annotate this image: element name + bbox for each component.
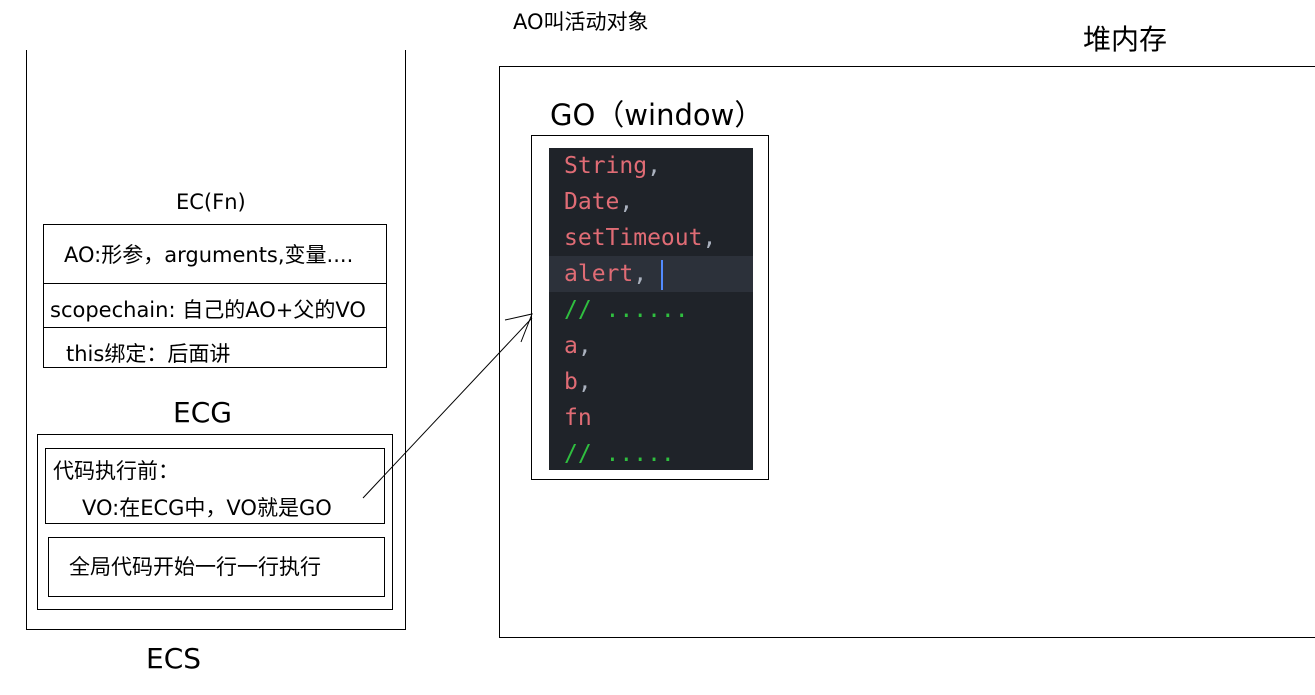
ecg-box <box>37 434 393 610</box>
ao-note: AO叫活动对象 <box>513 10 649 34</box>
ecg-vo-text: VO:在ECG中，VO就是GO <box>82 496 332 520</box>
code-line: String, <box>549 148 753 184</box>
code-identifier: b <box>564 369 578 395</box>
ec-fn-scopechain-row: scopechain: 自己的AO+父的VO <box>44 283 386 327</box>
code-identifier: alert <box>564 261 634 287</box>
code-comment: // ..... <box>564 441 675 467</box>
code-line: // ..... <box>549 436 753 470</box>
code-comment: // ...... <box>564 297 689 323</box>
ec-fn-ao-row: AO:形参，arguments,变量.... <box>64 243 354 267</box>
ecg-exec-text: 全局代码开始一行一行执行 <box>69 555 321 579</box>
go-title: GO（window） <box>550 98 764 132</box>
go-box <box>531 135 769 480</box>
code-identifier: setTimeout <box>564 225 703 251</box>
code-line: b, <box>549 364 753 400</box>
code-line: fn <box>549 400 753 436</box>
ecg-title: ECG <box>173 396 232 429</box>
code-line: // ...... <box>549 292 753 328</box>
code-identifier: a <box>564 333 578 359</box>
text-cursor <box>661 259 664 290</box>
code-punctuation: , <box>619 189 634 215</box>
code-punctuation: , <box>633 261 648 287</box>
ecs-label: ECS <box>146 642 202 675</box>
code-line: setTimeout, <box>549 220 753 256</box>
code-identifier: fn <box>564 405 592 431</box>
ecg-before-title: 代码执行前： <box>53 459 179 483</box>
ec-fn-title: EC(Fn) <box>176 190 246 214</box>
code-punctuation: , <box>702 225 717 251</box>
code-identifier: Date <box>564 189 620 215</box>
ecg-exec-box <box>48 537 385 597</box>
code-punctuation: , <box>577 369 592 395</box>
code-line: a, <box>549 328 753 364</box>
code-screenshot: String,Date,setTimeout,alert,// ......a,… <box>549 148 753 470</box>
code-punctuation: , <box>647 153 661 179</box>
ec-fn-this-row: this绑定：后面讲 <box>44 327 386 369</box>
code-line: alert, <box>549 256 753 292</box>
code-punctuation: , <box>577 333 592 359</box>
heap-title: 堆内存 <box>1083 23 1168 56</box>
code-identifier: String <box>564 153 648 179</box>
ec-fn-box: AO:形参，arguments,变量.... scopechain: 自己的AO… <box>43 224 387 368</box>
code-line: Date, <box>549 184 753 220</box>
